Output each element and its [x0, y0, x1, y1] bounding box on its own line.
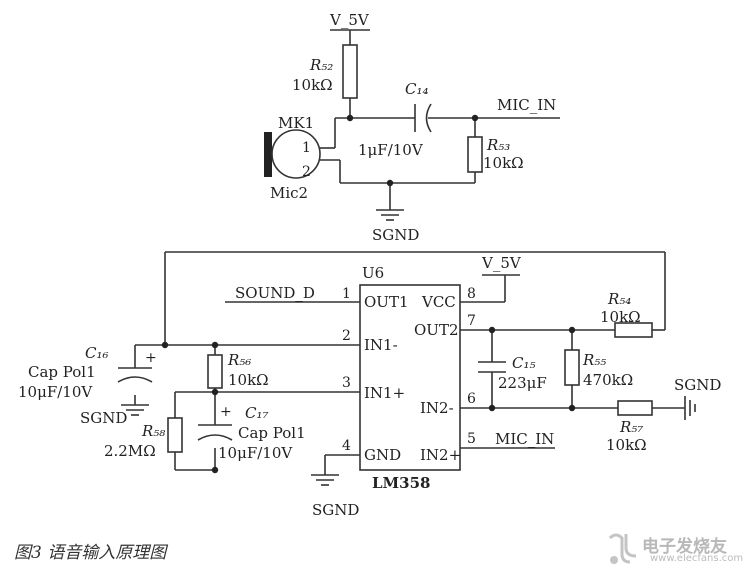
label-pin-2: 2	[342, 328, 351, 344]
label-mk1: MK1	[278, 114, 314, 132]
label-r56: R₅₆	[227, 351, 251, 369]
label-out1: OUT1	[364, 293, 409, 311]
label-r58-value: 2.2MΩ	[104, 442, 156, 460]
label-r52-value: 10kΩ	[292, 76, 333, 94]
label-vcc: VCC	[421, 293, 456, 311]
label-c16-value: 10μF/10V	[18, 383, 93, 401]
ground-symbol-top	[376, 209, 404, 221]
label-r53-value: 10kΩ	[483, 154, 524, 172]
junction-dot	[346, 114, 354, 122]
label-in1-plus: IN1+	[364, 384, 405, 402]
label-mic2: Mic2	[270, 184, 308, 202]
label-c15: C₁₅	[512, 354, 536, 372]
junction-dot	[386, 179, 394, 187]
resistor-r58	[167, 417, 183, 453]
label-c16: C₁₆	[85, 344, 109, 362]
junction-dot	[211, 388, 219, 396]
junction-dot	[568, 326, 576, 334]
junction-dot	[211, 466, 219, 474]
wires-amplifier	[134, 251, 685, 475]
label-r58: R₅₈	[141, 422, 165, 440]
capacitor-c17	[197, 424, 233, 441]
label-c17-type: Cap Pol1	[238, 424, 306, 442]
resistor-r57	[617, 400, 653, 416]
label-r55: R₅₅	[582, 351, 606, 369]
watermark-site-name: 电子发烧友	[642, 537, 727, 557]
label-r57-value: 10kΩ	[606, 436, 647, 454]
microphone-mk1	[264, 129, 321, 179]
junction-dot	[488, 404, 496, 412]
label-c17: C₁₇	[245, 404, 269, 422]
resistor-r52	[342, 44, 358, 99]
label-lm358: LM358	[372, 474, 430, 492]
label-plus-c17: +	[220, 404, 232, 420]
label-v5-top: V_5V	[329, 11, 370, 29]
label-mic-pin-1: 1	[302, 140, 311, 156]
label-r56-value: 10kΩ	[228, 371, 269, 389]
label-mic-in-bottom: MIC_IN	[495, 430, 554, 448]
capacitor-c16	[117, 367, 153, 383]
junction-dot	[568, 404, 576, 412]
junction-dot	[488, 326, 496, 334]
label-c14-value: 1μF/10V	[358, 141, 424, 159]
label-gnd: GND	[364, 446, 401, 464]
label-c17-value: 10μF/10V	[218, 444, 293, 462]
label-out2: OUT2	[414, 321, 459, 339]
label-plus-c16: +	[145, 350, 157, 366]
junction-dot	[161, 341, 169, 349]
label-r54-value: 10kΩ	[600, 308, 641, 326]
label-pin-7: 7	[467, 313, 476, 329]
label-r57: R₅₇	[619, 418, 643, 436]
label-mic-pin-2: 2	[302, 164, 311, 180]
label-in1-minus: IN1-	[364, 336, 398, 354]
label-sgnd-c16: SGND	[80, 409, 127, 427]
label-r53: R₅₃	[486, 136, 510, 154]
junction-dot	[471, 114, 479, 122]
label-r54: R₅₄	[607, 290, 631, 308]
label-c15-value: 223μF	[498, 374, 547, 392]
label-pin-4: 4	[342, 438, 351, 454]
ic-lm358	[359, 284, 461, 471]
label-sgnd-bottom: SGND	[312, 501, 359, 519]
label-pin-8: 8	[467, 286, 476, 302]
label-pin-5: 5	[467, 431, 476, 447]
label-c16-type: Cap Pol1	[28, 363, 96, 381]
label-sgnd-top: SGND	[372, 226, 419, 244]
label-r55-value: 470kΩ	[583, 371, 633, 389]
label-in2-plus: IN2+	[420, 446, 461, 464]
label-sound-d: SOUND_D	[235, 284, 315, 302]
capacitor-c14	[414, 103, 432, 133]
ground-symbol-right	[684, 396, 696, 420]
label-pin-1: 1	[342, 286, 351, 302]
resistor-r53	[467, 136, 483, 173]
resistor-r55	[564, 349, 580, 386]
label-mic-in-top: MIC_IN	[497, 96, 556, 114]
label-in2-minus: IN2-	[420, 399, 454, 417]
label-pin-6: 6	[467, 391, 476, 407]
label-u6: U6	[362, 264, 384, 282]
label-sgnd-right: SGND	[674, 376, 721, 394]
capacitor-c15	[478, 361, 506, 373]
resistor-r56	[207, 354, 223, 389]
resistor-r54	[614, 322, 653, 338]
label-c14: C₁₄	[405, 80, 429, 98]
watermark-site-url: www.elecfans.com	[650, 553, 744, 564]
label-pin-3: 3	[342, 375, 351, 391]
watermark-logo-icon	[608, 533, 637, 564]
junction-dot	[211, 341, 219, 349]
ground-symbol-bottom	[311, 474, 339, 486]
label-r52: R₅₂	[309, 56, 333, 74]
figure-caption: 图3 语音输入原理图	[14, 543, 167, 563]
label-v5-mid: V_5V	[481, 254, 522, 272]
ground-symbol-c16	[121, 404, 149, 416]
